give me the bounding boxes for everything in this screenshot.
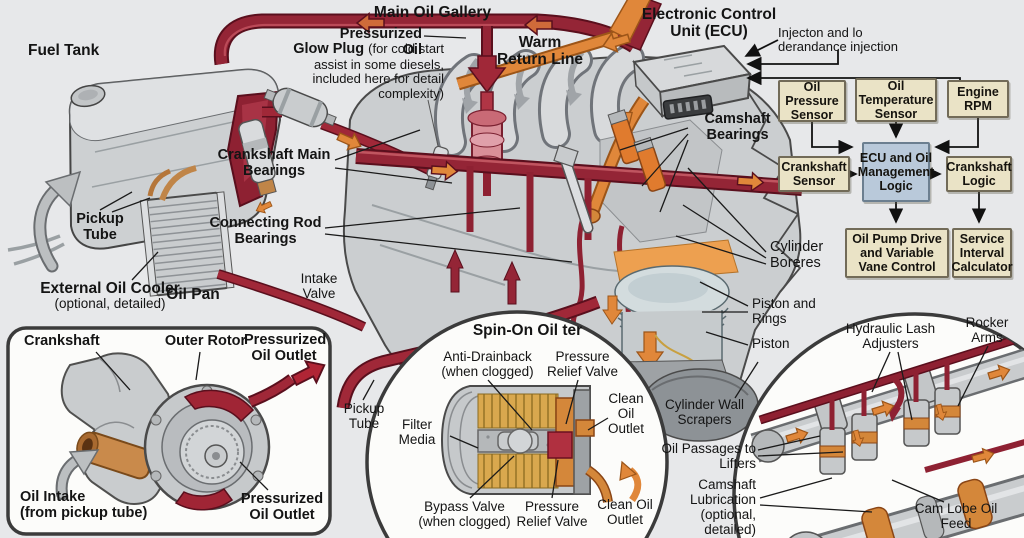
filter-pressure-relief-bottom-label: Pressure Relief Valve	[516, 499, 588, 529]
oil-cooler-graphic	[139, 191, 235, 297]
pickup-flow-arrow-icon	[33, 170, 82, 273]
engine-rpm-box: Engine RPM	[947, 80, 1009, 118]
filter-title-label: Spin-On Oil ter	[472, 322, 583, 339]
service-interval-calculator-box: Service Interval Calculator	[951, 228, 1013, 278]
oil-pan-label: Oil Pan	[166, 286, 220, 303]
glow-plug-label: Glow Plug (for cold start assist in some…	[293, 41, 444, 101]
camshaft-bearings-label: Camshaft Bearings	[704, 111, 771, 143]
cylinder-boreres-label: Cylinder Boreres	[770, 239, 824, 271]
rocker-arms-label: Rocker Arms	[965, 315, 1009, 345]
fuel-pump-graphic	[238, 118, 277, 197]
oil-pump-drive-box: Oil Pump Drive and Variable Vane Control	[845, 228, 949, 278]
pump-crankshaft-label: Crankshaft	[24, 333, 100, 349]
main-oil-gallery-label: Main Oil Gallery	[373, 4, 492, 21]
filter-clean-outlet-right-label: Clean Oil Outlet	[607, 391, 645, 436]
inset-oil-filter	[365, 310, 669, 538]
pressurized-oil-label: Pressurized Oil	[339, 26, 422, 58]
fuel-filter-graphic	[263, 87, 337, 128]
pump-pressurized-outlet-bottom-label: Pressurized Oil Outlet	[240, 491, 324, 523]
pump-outer-rotor-label: Outer Rotor	[164, 333, 247, 349]
crankshaft-logic-box: Crankshaft Logic	[946, 156, 1012, 192]
filter-media-label: Filter Media	[398, 417, 436, 447]
cylinder-head-cutaway-graphic	[553, 109, 667, 234]
crankshaft-main-bearings-label: Crankshaft Main Bearings	[217, 147, 331, 179]
filter-clean-outlet-bottom-label: Clean Oil Outlet	[597, 497, 653, 527]
piston-and-rings-label: Piston and Rings	[752, 296, 816, 326]
filter-pressure-relief-top-label: Pressure Relief Valve	[546, 349, 619, 379]
engine-gallery-tube	[355, 148, 803, 362]
injection-note-label: Injecton and lo derandance injection	[778, 25, 898, 55]
leader-lines	[95, 35, 989, 513]
intake-valve-label: Intake Valve	[300, 271, 338, 301]
pump-pressurized-outlet-top-label: Pressurized Oil Outlet	[244, 332, 327, 364]
fuel-tank-label: Fuel Tank	[28, 42, 100, 59]
crankshaft-sensor-box: Crankshaft Sensor	[778, 156, 850, 192]
oil-passages-to-lifters-label: Oil Passages to Lifters	[661, 441, 756, 471]
ecu-oil-management-logic-box: ECU and Oil Management Logic	[858, 142, 934, 202]
lash-adjusters-graphic	[819, 387, 961, 475]
filter-anti-drainback-label: Anti-Drainback (when clogged)	[441, 349, 534, 379]
oil-pressure-sensor-box: Oil Pressure Sensor	[778, 80, 846, 122]
piston-label: Piston	[752, 336, 790, 351]
inset-oil-pump	[6, 326, 332, 536]
pickup-tube-mid-label: Pickup Tube	[343, 401, 385, 431]
cam-lobe-oil-feed-label: Cam Lobe Oil Feed	[914, 501, 998, 531]
oil-temperature-sensor-box: Oil Temperature Sensor	[855, 78, 937, 122]
external-oil-cooler-label: External Oil Cooler (optional, detailed)	[40, 280, 180, 312]
cylinder-wall-scrapers-label: Cylinder Wall Scrapers	[664, 397, 745, 427]
camshaft-lubrication-label: Camshaft Lubrication (optional, detailed…	[689, 477, 756, 537]
warm-return-line-label: Warm Return Line	[496, 34, 584, 69]
hydraulic-lash-adjusters-label: Hydraulic Lash Adjusters	[845, 321, 936, 351]
connecting-rod-bearings-label: Connecting Rod Bearings	[209, 215, 322, 247]
pump-oil-intake-label: Oil Intake (from pickup tube)	[20, 489, 148, 521]
ecu-box-graphic	[632, 44, 752, 120]
pickup-tube-label: Pickup Tube	[76, 211, 124, 243]
ecu-label: Electronic Control Unit (ECU)	[641, 6, 777, 41]
filter-bypass-valve-label: Bypass Valve (when clogged)	[418, 499, 511, 529]
inset-valvetrain	[732, 312, 1024, 538]
